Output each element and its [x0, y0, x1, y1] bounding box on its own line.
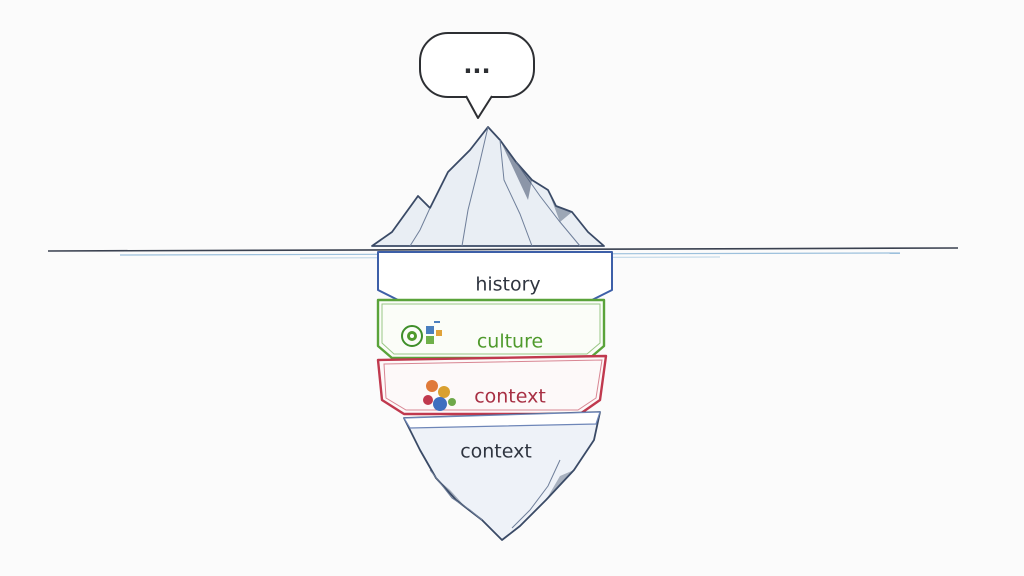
speech-bubble: ...: [419, 32, 535, 119]
layer-context-red: context: [376, 354, 608, 416]
layer-history: history: [377, 251, 613, 301]
speech-bubble-text: ...: [463, 51, 490, 79]
layer-context-bottom: context: [402, 411, 601, 541]
layer-label-context-bottom: context: [460, 441, 532, 463]
layer-label-culture: culture: [477, 331, 543, 353]
target-and-grid-icon: [401, 321, 442, 347]
layer-label-history: history: [475, 274, 540, 296]
layer-culture: culture: [376, 298, 606, 360]
layer-label-context-red: context: [474, 386, 546, 408]
people-cluster-icon: [423, 380, 456, 411]
iceberg-tip: [371, 126, 605, 247]
